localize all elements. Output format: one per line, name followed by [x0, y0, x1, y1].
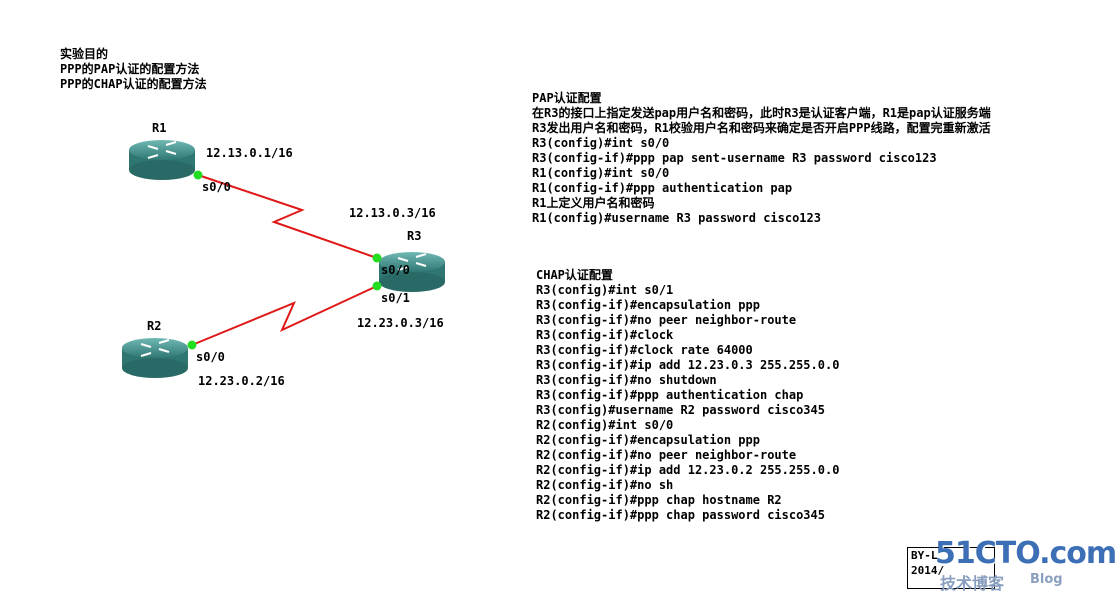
topology-diagram — [121, 139, 446, 379]
chap-line: R3(config-if)#encapsulation ppp — [536, 298, 760, 312]
r1-iface-label: s0/0 — [202, 180, 231, 194]
chap-line: R3(config)#int s0/1 — [536, 283, 674, 297]
chap-line: R2(config)#int s0/0 — [536, 418, 674, 432]
pap-line: R3(config-if)#ppp pap sent-username R3 p… — [532, 151, 937, 165]
objective-chap: PPP的CHAP认证的配置方法 — [60, 77, 207, 91]
chap-line: R2(config-if)#ppp chap hostname R2 — [536, 493, 782, 507]
chap-config-block: CHAP认证配置 R3(config)#int s0/1 R3(config-i… — [536, 268, 839, 523]
pap-line: R1(config)#username R3 password cisco123 — [532, 211, 821, 225]
chap-config-title: CHAP认证配置 — [536, 268, 613, 282]
r3-ip-bottom-label: 12.23.0.3/16 — [357, 316, 444, 330]
link-r1-r3 — [197, 174, 378, 259]
chap-line: R2(config-if)#encapsulation ppp — [536, 433, 760, 447]
pap-line: R3发出用户名和密码，R1校验用户名和密码来确定是否开启PPP线路，配置完重新激… — [532, 121, 991, 135]
r3-iface-top-label: s0/0 — [381, 263, 410, 277]
chap-line: R3(config-if)#clock rate 64000 — [536, 343, 753, 357]
watermark-subtitle: 技术博客 — [940, 574, 1005, 593]
pap-line: R1(config)#int s0/0 — [532, 166, 670, 180]
port-r1-s00 — [193, 170, 203, 180]
pap-config-block: PAP认证配置 在R3的接口上指定发送pap用户名和密码，此时R3是认证客户端，… — [532, 91, 991, 226]
r2-ip-label: 12.23.0.2/16 — [198, 374, 285, 388]
author-credit-box: BY-L 2014/ — [907, 547, 995, 589]
router-r3-label: R3 — [407, 229, 422, 243]
pap-config-title: PAP认证配置 — [532, 91, 602, 105]
chap-line: R3(config-if)#clock — [536, 328, 674, 342]
watermark-blog: Blog — [1030, 572, 1063, 587]
chap-line: R2(config-if)#ip add 12.23.0.2 255.255.0… — [536, 463, 840, 477]
chap-line: R3(config-if)#ip add 12.23.0.3 255.255.0… — [536, 358, 840, 372]
port-r3-s00 — [372, 253, 382, 263]
pap-line: 在R3的接口上指定发送pap用户名和密码，此时R3是认证客户端，R1是pap认证… — [532, 106, 991, 120]
port-r3-s01 — [372, 281, 382, 291]
site-watermark: 51CTO.com 技术博客 Blog — [935, 536, 1116, 596]
router-r1-label: R1 — [152, 121, 167, 135]
router-r1-icon[interactable] — [128, 139, 196, 181]
objective-title: 实验目的 — [60, 47, 109, 61]
port-r2-s00 — [187, 340, 197, 350]
r2-iface-label: s0/0 — [196, 350, 225, 364]
chap-line: R3(config-if)#ppp authentication chap — [536, 388, 804, 402]
router-r2-icon[interactable] — [121, 337, 189, 379]
chap-line: R2(config-if)#no peer neighbor-route — [536, 448, 797, 462]
author-date-line: 2014/ — [911, 564, 945, 577]
link-r2-r3 — [191, 285, 378, 346]
router-r2-label: R2 — [147, 319, 162, 333]
chap-line: R3(config-if)#no peer neighbor-route — [536, 313, 797, 327]
r3-ip-top-label: 12.13.0.3/16 — [349, 206, 436, 220]
watermark-logo-text: 51CTO.com — [935, 536, 1116, 571]
pap-line: R3(config)#int s0/0 — [532, 136, 670, 150]
pap-line: R1(config-if)#ppp authentication pap — [532, 181, 793, 195]
chap-line: R2(config-if)#ppp chap password cisco345 — [536, 508, 825, 522]
chap-line: R3(config)#username R2 password cisco345 — [536, 403, 825, 417]
r1-ip-label: 12.13.0.1/16 — [206, 146, 293, 160]
chap-line: R2(config-if)#no sh — [536, 478, 674, 492]
author-credit-line: BY-L — [911, 549, 938, 562]
chap-line: R3(config-if)#no shutdown — [536, 373, 717, 387]
objective-pap: PPP的PAP认证的配置方法 — [60, 62, 200, 76]
r3-iface-bottom-label: s0/1 — [381, 291, 410, 305]
pap-line: R1上定义用户名和密码 — [532, 196, 655, 210]
